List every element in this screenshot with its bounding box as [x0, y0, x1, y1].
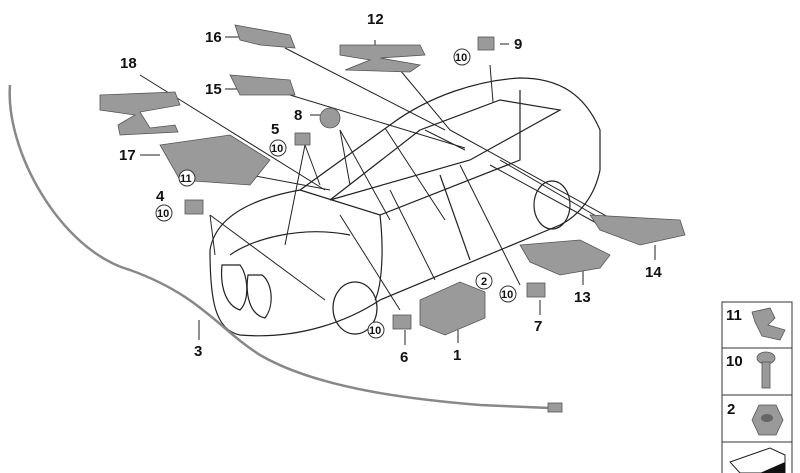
mat-13: [519, 239, 611, 276]
legend-label-11: 11: [726, 307, 742, 324]
mat-16: [234, 24, 296, 49]
mat-12: [339, 44, 426, 73]
mat-17: [159, 134, 271, 186]
sensor-5: [294, 132, 311, 146]
callout-10: 10: [157, 208, 169, 220]
cable-3: [8, 84, 551, 410]
callout-labels: 12 16 9 18 15 8 5 17 4 14 13 7 3 6 1: [119, 11, 662, 366]
mat-18: [99, 91, 181, 136]
callout-4: 4: [156, 188, 165, 205]
callout-10: 10: [455, 52, 467, 64]
callout-9: 9: [514, 36, 522, 53]
sensor-9: [477, 36, 495, 51]
control-unit-1: [419, 281, 486, 336]
screw-icon: [756, 351, 776, 389]
legend-label-2: 2: [727, 401, 735, 418]
callout-3: 3: [194, 343, 202, 360]
circled-callouts: 10 10 11 10 2 10 10: [155, 48, 517, 339]
callout-17: 17: [119, 147, 136, 164]
mat-15: [229, 74, 296, 96]
sensor-8: [319, 107, 341, 129]
callout-7: 7: [534, 318, 542, 335]
callout-12: 12: [367, 11, 384, 28]
callout-16: 16: [205, 29, 222, 46]
callout-10: 10: [501, 289, 513, 301]
clip-nut-icon: [751, 307, 786, 341]
hex-nut-icon: [751, 404, 784, 436]
callout-6: 6: [400, 349, 408, 366]
legend-label-10: 10: [726, 353, 743, 370]
callout-10: 10: [271, 143, 283, 155]
connector: [547, 402, 563, 413]
callout-10: 10: [369, 325, 381, 337]
callout-5: 5: [271, 121, 279, 138]
car-outline: [209, 77, 601, 337]
callout-2: 2: [481, 276, 487, 288]
callout-14: 14: [645, 264, 662, 281]
callout-18: 18: [120, 55, 137, 72]
callout-1: 1: [453, 347, 461, 364]
sensor-6: [392, 314, 412, 330]
mat-14: [589, 214, 686, 246]
callout-15: 15: [205, 81, 222, 98]
parts: [8, 24, 686, 413]
callout-11: 11: [180, 173, 192, 185]
sensor-7: [526, 282, 546, 298]
sensor-4: [184, 199, 204, 215]
callout-13: 13: [574, 289, 591, 306]
callout-8: 8: [294, 107, 302, 124]
hardware-legend: 11 10 2: [721, 301, 793, 473]
